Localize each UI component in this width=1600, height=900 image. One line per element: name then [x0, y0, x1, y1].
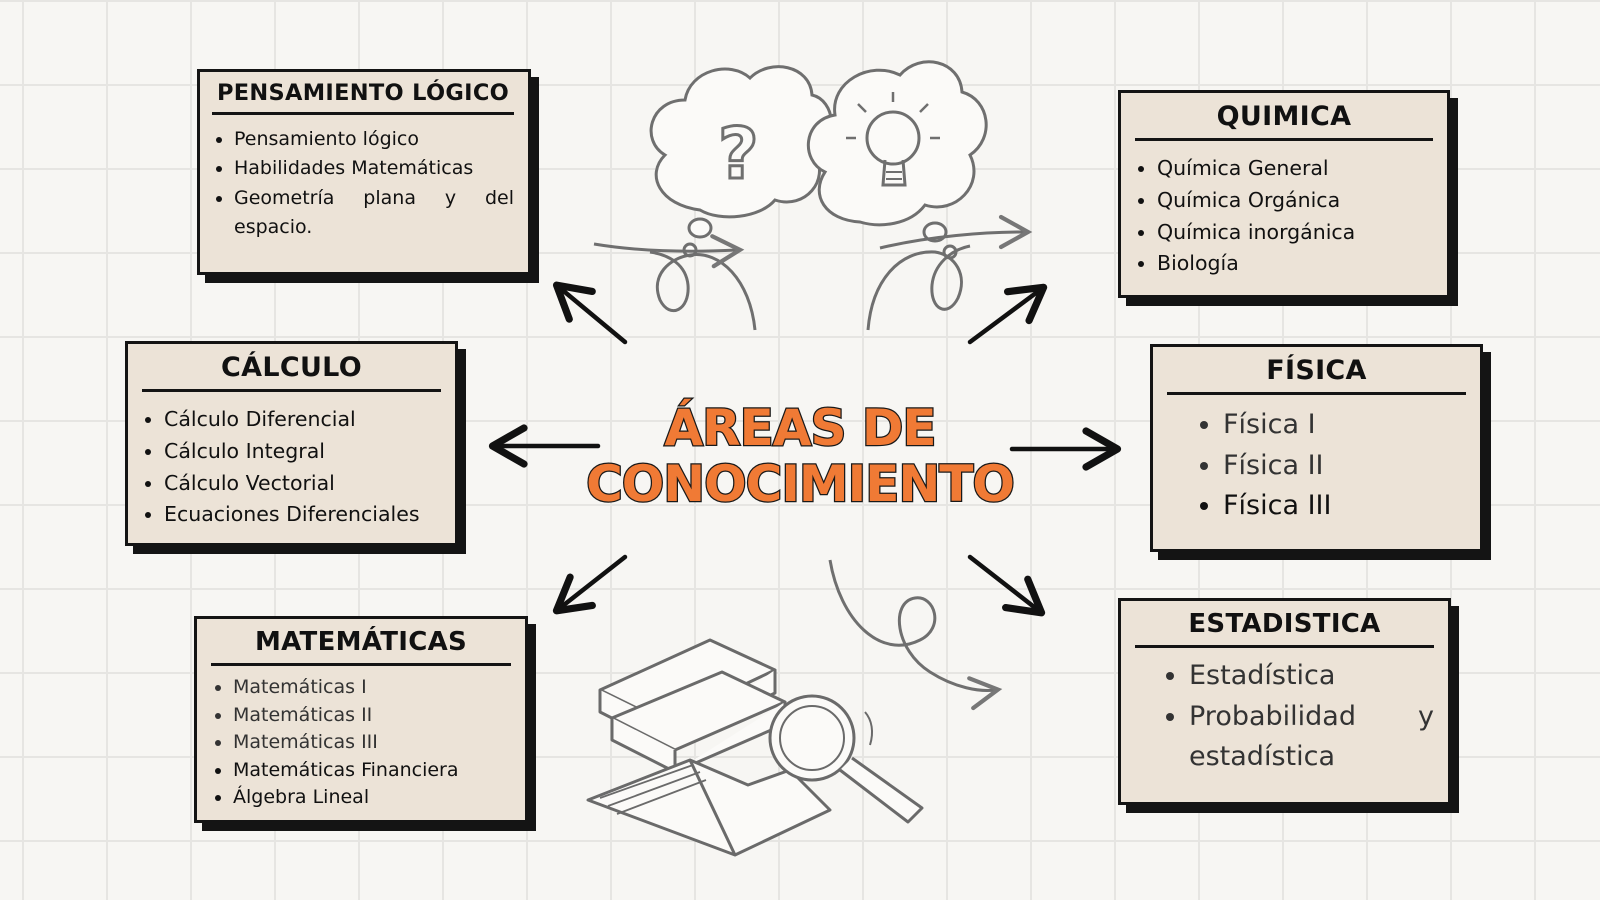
box-estadistica: ESTADISTICA Estadística Probabilidad y e…: [1118, 598, 1451, 805]
box-pensamiento-logico: PENSAMIENTO LÓGICO Pensamiento lógico Ha…: [197, 69, 531, 275]
box-heading: ESTADISTICA: [1135, 609, 1434, 648]
list-item: Cálculo Diferencial: [164, 404, 441, 436]
list-item: Química Orgánica: [1157, 185, 1433, 217]
svg-text:?: ?: [718, 113, 759, 195]
thinking-figures: [593, 214, 1033, 711]
list-item: Geometría plana y del espacio.: [234, 184, 514, 243]
item-list: Matemáticas I Matemáticas II Matemáticas…: [211, 674, 511, 812]
list-item: Matemáticas I: [233, 674, 511, 702]
box-heading: PENSAMIENTO LÓGICO: [212, 80, 514, 115]
box-heading: QUIMICA: [1135, 101, 1433, 141]
list-item: Matemáticas III: [233, 729, 511, 757]
question-cloud-icon: ?: [649, 65, 833, 258]
books-magnifier-icon: [586, 638, 924, 857]
list-item: Habilidades Matemáticas: [234, 154, 514, 183]
item-list: Estadística Probabilidad y estadística: [1135, 656, 1434, 778]
box-heading: MATEMÁTICAS: [211, 627, 511, 666]
box-fisica: FÍSICA Física I Física II Física III: [1150, 344, 1483, 552]
box-heading: CÁLCULO: [142, 352, 441, 392]
main-title: ÁREAS DE CONOCIMIENTO: [520, 399, 1080, 514]
list-item: Estadística: [1189, 656, 1434, 697]
list-item: Química General: [1157, 153, 1433, 185]
list-item: Cálculo Vectorial: [164, 468, 441, 500]
list-item: Álgebra Lineal: [233, 784, 511, 812]
list-item: Física I: [1223, 405, 1466, 446]
box-heading: FÍSICA: [1167, 355, 1466, 395]
list-item: Biología: [1157, 248, 1433, 280]
item-list: Pensamiento lógico Habilidades Matemátic…: [212, 125, 514, 243]
item-list: Física I Física II Física III: [1167, 405, 1466, 527]
list-item: Ecuaciones Diferenciales: [164, 499, 441, 531]
item-list: Química General Química Orgánica Química…: [1135, 153, 1433, 280]
lightbulb-cloud-icon: [806, 60, 988, 260]
list-item: Matemáticas II: [233, 702, 511, 730]
list-item: Cálculo Integral: [164, 436, 441, 468]
main-title-line-2: CONOCIMIENTO: [585, 455, 1016, 514]
main-title-line-1: ÁREAS DE: [663, 399, 938, 458]
list-item: Matemáticas Financiera: [233, 757, 511, 785]
list-item: Física III: [1223, 486, 1466, 527]
box-matematicas: MATEMÁTICAS Matemáticas I Matemáticas II…: [194, 616, 528, 823]
list-item: Probabilidad y estadística: [1189, 697, 1434, 778]
list-item: Química inorgánica: [1157, 217, 1433, 249]
list-item: Física II: [1223, 446, 1466, 487]
connector-arrows: [488, 281, 1122, 617]
list-item: Pensamiento lógico: [234, 125, 514, 154]
item-list: Cálculo Diferencial Cálculo Integral Cál…: [142, 404, 441, 531]
box-calculo: CÁLCULO Cálculo Diferencial Cálculo Inte…: [125, 341, 458, 546]
box-quimica: QUIMICA Química General Química Orgánica…: [1118, 90, 1450, 298]
